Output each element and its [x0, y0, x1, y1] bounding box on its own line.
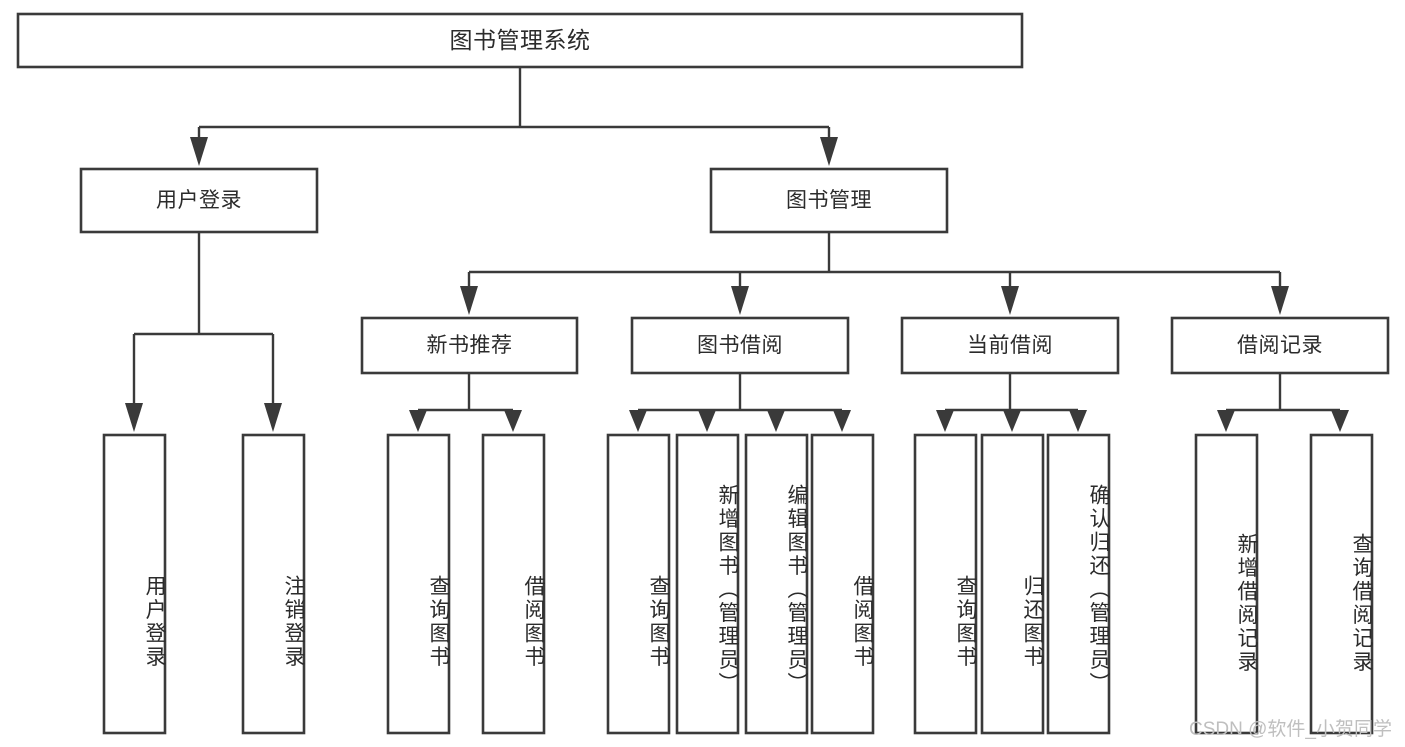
connector-group-current-borrow [936, 373, 1087, 432]
arrow-root-to-user-login [190, 137, 208, 166]
arrow-to-leaf-query-book-current [936, 410, 954, 432]
connector-group-book-borrow [629, 373, 851, 432]
node-box-current-borrow[interactable] [900, 316, 1120, 375]
arrow-to-leaf-logout [264, 403, 282, 432]
node-box-leaf-logout[interactable] [241, 433, 306, 735]
node-box-leaf-query-borrow-record[interactable] [1309, 433, 1374, 735]
node-box-leaf-borrow-book-rec[interactable] [481, 433, 546, 735]
node-box-leaf-query-book-current[interactable] [913, 433, 978, 735]
arrow-to-leaf-query-book-borrow [629, 410, 647, 432]
arrow-to-leaf-confirm-return-admin [1069, 410, 1087, 432]
connector-group-new-book-recommend [409, 373, 522, 432]
arrow-to-leaf-add-borrow-record [1217, 410, 1235, 432]
arrow-to-borrow-record [1271, 286, 1289, 315]
arrow-to-current-borrow [1001, 286, 1019, 315]
arrow-to-leaf-borrow-book-rec [504, 410, 522, 432]
arrow-to-leaf-user-login [125, 403, 143, 432]
arrow-to-leaf-query-book-rec [409, 410, 427, 432]
arrow-to-leaf-edit-book-admin [767, 410, 785, 432]
node-box-leaf-borrow-book[interactable] [810, 433, 875, 735]
arrow-to-book-borrow [731, 286, 749, 315]
connector-group-book-manage [460, 232, 1289, 315]
node-box-leaf-edit-book-admin[interactable] [744, 433, 809, 735]
connector-group-user-login [125, 232, 282, 432]
arrow-to-leaf-add-book-admin [698, 410, 716, 432]
arrow-to-new-book-recommend [460, 286, 478, 315]
node-box-user-login[interactable] [79, 167, 319, 234]
node-box-leaf-query-book-rec[interactable] [386, 433, 451, 735]
arrow-root-to-book-manage [820, 137, 838, 166]
node-box-borrow-record[interactable] [1170, 316, 1390, 375]
node-box-leaf-add-book-admin[interactable] [675, 433, 740, 735]
arrow-to-leaf-query-borrow-record [1331, 410, 1349, 432]
node-box-book-manage[interactable] [709, 167, 949, 234]
connector-group-root [190, 67, 838, 166]
node-box-leaf-add-borrow-record[interactable] [1194, 433, 1259, 735]
node-box-new-book-recommend[interactable] [360, 316, 579, 375]
node-box-leaf-return-book[interactable] [980, 433, 1045, 735]
connector-group-borrow-record [1217, 373, 1349, 432]
node-box-leaf-query-book-borrow[interactable] [606, 433, 671, 735]
node-box-book-borrow[interactable] [630, 316, 850, 375]
node-box-leaf-user-login[interactable] [102, 433, 167, 735]
arrow-to-leaf-borrow-book [833, 410, 851, 432]
node-box-root[interactable] [16, 12, 1024, 69]
node-box-leaf-confirm-return-admin[interactable] [1046, 433, 1111, 735]
arrow-to-leaf-return-book [1003, 410, 1021, 432]
